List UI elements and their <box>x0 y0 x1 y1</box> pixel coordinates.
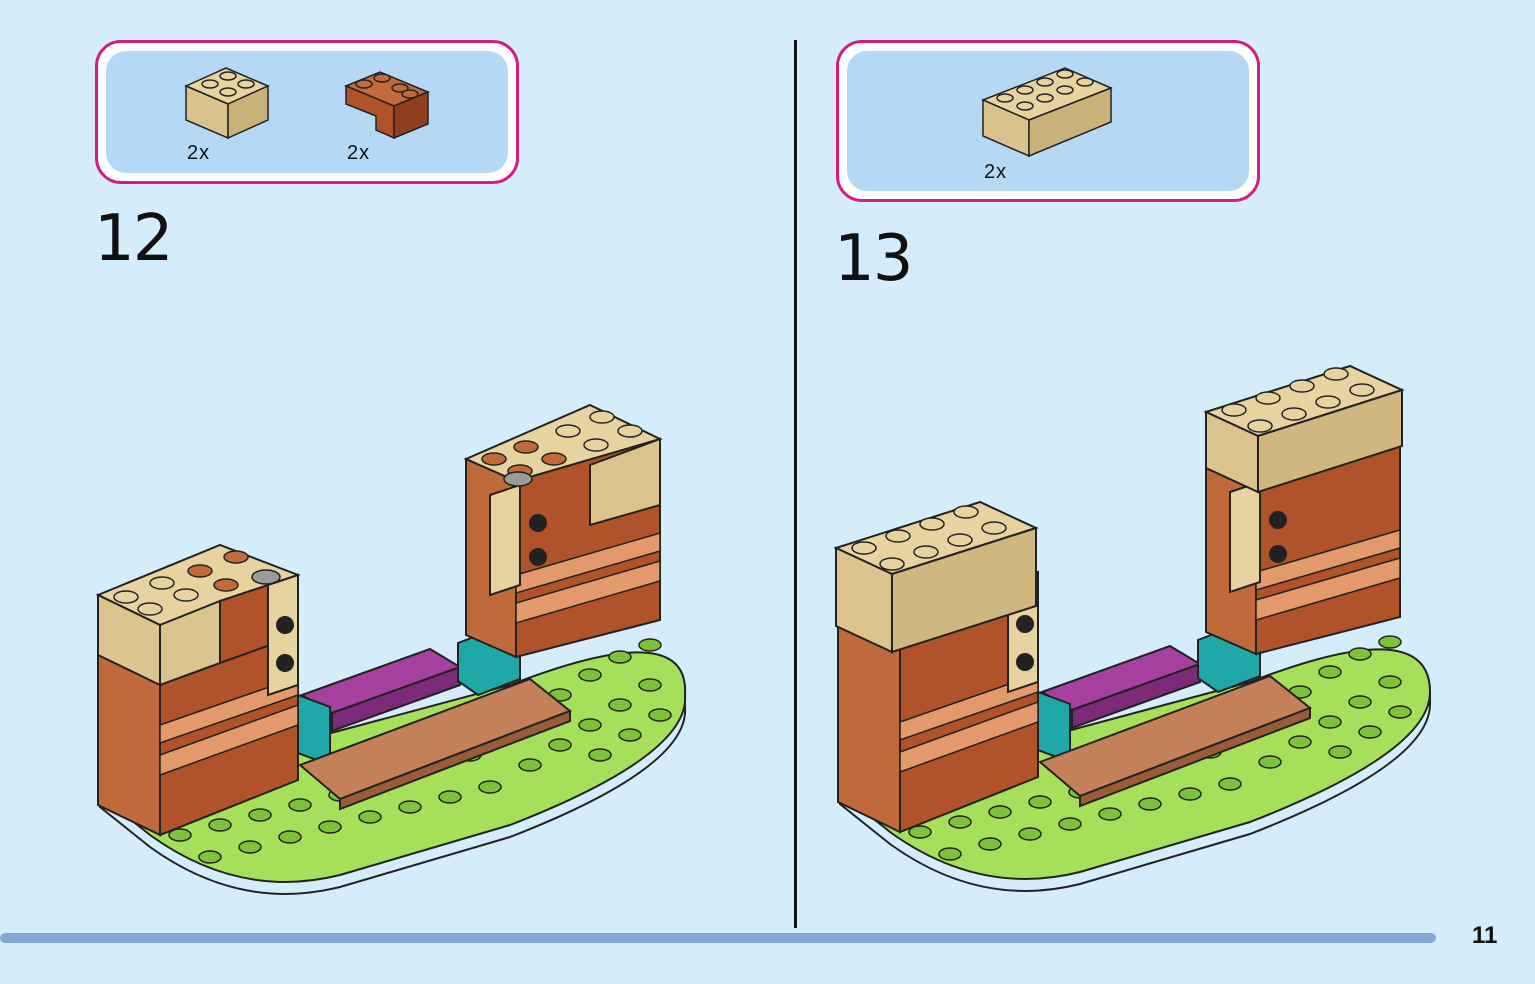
tan-2x2-brick-icon <box>184 67 270 140</box>
part-quantity: 2x <box>347 142 371 164</box>
build-model-step-13 <box>833 364 1432 892</box>
parts-box-step-12 <box>95 40 519 184</box>
page-progress-bar <box>0 933 1436 943</box>
reddish-brown-corner-brick-icon <box>344 71 430 140</box>
part-quantity: 2x <box>187 142 211 164</box>
build-model-step-12 <box>95 403 687 895</box>
step-divider <box>794 40 797 928</box>
part-quantity: 2x <box>984 161 1008 183</box>
step-number: 12 <box>94 202 173 276</box>
step-number: 13 <box>834 222 913 296</box>
tan-2x4-brick-icon <box>981 67 1113 158</box>
page-number: 11 <box>1472 922 1498 949</box>
parts-box-inner <box>106 51 508 173</box>
